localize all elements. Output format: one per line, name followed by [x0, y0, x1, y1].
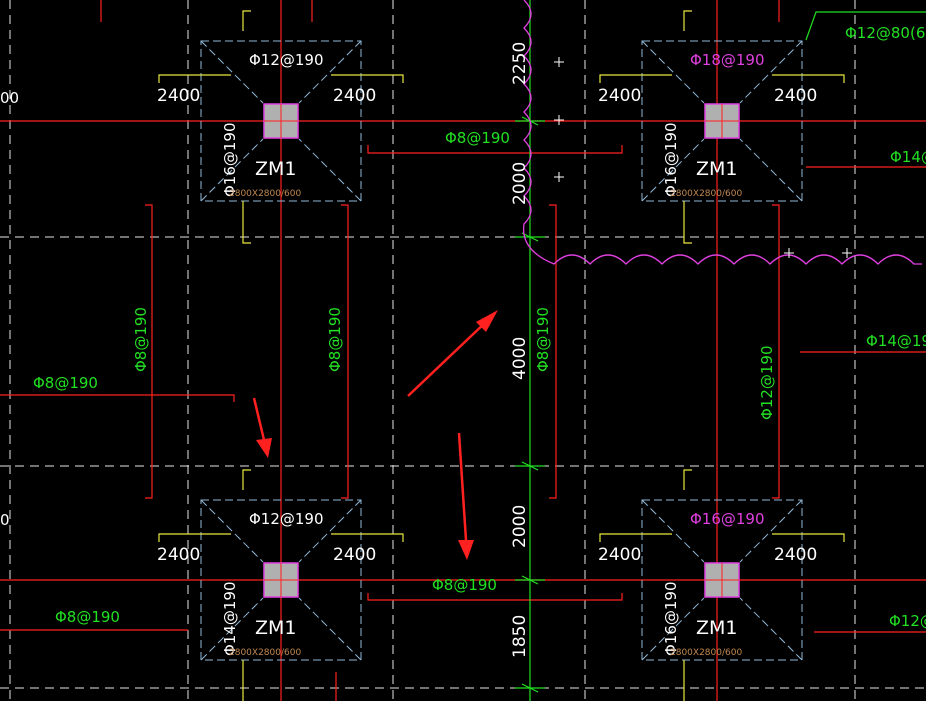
dim-bracket-bottom [683, 660, 685, 701]
footing-outline [200, 499, 362, 661]
arrow-up-right-icon [407, 310, 498, 397]
footing-diagonal [739, 138, 803, 202]
green-dimension-axis [515, 0, 926, 701]
dim-bracket-left [158, 533, 231, 542]
dim-bracket-top [683, 469, 692, 490]
dim-4000: 4000 [510, 337, 530, 380]
rebar-label-mid-bottom: Φ8@190 [432, 576, 497, 594]
dim-bracket-top [242, 10, 251, 31]
footing-diagonal [739, 40, 803, 104]
dim-2250: 2250 [510, 42, 530, 85]
rebar-label-left-v2: Φ8@190 [326, 307, 344, 372]
rebar-label-right-v: Φ12@190 [758, 345, 776, 420]
footing-side-rebar: Φ14@190 [221, 581, 239, 656]
footing-diagonal [298, 138, 362, 202]
rebar-labels: Φ8@190 Φ8@190 Φ8@190 Φ8@190 Φ8@190 Φ8@19… [0, 24, 926, 630]
dim-bracket-left [158, 74, 231, 83]
footing-size: 2800X2800/600 [670, 189, 742, 199]
footing-diagonal [200, 138, 264, 202]
vertical-dimensions: 2250 2000 4000 2000 1850 [510, 42, 530, 658]
rebar-label-mid-top: Φ8@190 [445, 129, 510, 147]
footing-name: ZM1 [696, 158, 738, 180]
footing-side-rebar: Φ16@190 [662, 581, 680, 656]
revision-cloud [522, 0, 922, 265]
arrow-down-left-icon [252, 397, 272, 458]
footing-outline [200, 40, 362, 202]
footing-outline [641, 40, 803, 202]
cross-markers [554, 57, 852, 258]
footing-outline [641, 499, 803, 661]
footing-side-rebar: Φ16@190 [662, 122, 680, 197]
annotation-arrows [252, 310, 498, 560]
footing-side-rebar: Φ16@190 [221, 122, 239, 197]
footing-diagonal [641, 597, 705, 661]
dim-2000-lower: 2000 [510, 505, 530, 548]
footing-top-rebar: Φ18@190 [690, 51, 765, 69]
rebar-label-right-edge-2: Φ14@1 [890, 148, 926, 166]
footing-diagonal [641, 40, 705, 104]
dim-bracket-right [772, 74, 845, 83]
footing-diagonal [200, 597, 264, 661]
footing-diagonal [641, 138, 705, 202]
edge-dim-left-lower: 0 [0, 511, 10, 529]
footing-diagonal [298, 499, 362, 563]
dim-2000-upper: 2000 [510, 162, 530, 205]
dim-bracket-bottom [242, 201, 251, 244]
rebar-label-right-edge-4: Φ12@ [889, 612, 926, 630]
footing-right-dim: 2400 [774, 545, 817, 565]
footing-right-dim: 2400 [333, 86, 376, 106]
footing-name: ZM1 [255, 158, 297, 180]
footing-diagonal [739, 597, 803, 661]
footing-name: ZM1 [696, 617, 738, 639]
footing-left-dim: 2400 [157, 545, 200, 565]
edge-dim-left: 00 [0, 89, 19, 107]
footing-name: ZM1 [255, 617, 297, 639]
rebar-label-left-bottom: Φ8@190 [55, 608, 120, 626]
footing-right-dim: 2400 [774, 86, 817, 106]
footing-top-rebar: Φ16@190 [690, 510, 765, 528]
dim-bracket-left [599, 533, 672, 542]
footing-right-dim: 2400 [333, 545, 376, 565]
footing-diagonal [641, 499, 705, 563]
dim-bracket-right [331, 74, 404, 83]
footing-diagonal [739, 499, 803, 563]
dim-bracket-right [772, 533, 845, 542]
rebar-label-left-v1: Φ8@190 [132, 307, 150, 372]
footing-diagonal [298, 40, 362, 104]
footing-size: 2800X2800/600 [670, 648, 742, 658]
arrow-down-icon [457, 432, 474, 560]
footing-left-dim: 2400 [598, 86, 641, 106]
rebar-label-center-v: Φ8@190 [534, 307, 552, 372]
dim-bracket-bottom [242, 660, 244, 701]
rebar-label-right-edge-1: Φ12@80(6) [845, 24, 926, 42]
dim-1850: 1850 [510, 615, 530, 658]
footing-diagonal [298, 597, 362, 661]
dim-bracket-left [599, 74, 672, 83]
dim-bracket-bottom [683, 201, 692, 244]
footing-size: 2800X2800/600 [229, 189, 301, 199]
dim-bracket-top [242, 469, 251, 490]
dim-bracket-right [331, 533, 404, 542]
footing-top-rebar: Φ12@190 [249, 51, 324, 69]
footing-size: 2800X2800/600 [229, 648, 301, 658]
rebar-label-left-top: Φ8@190 [33, 374, 98, 392]
rebar-label-right-edge-3: Φ14@190 [866, 332, 926, 350]
dim-bracket-top [683, 10, 692, 31]
footing-top-rebar: Φ12@190 [249, 510, 324, 528]
footing-diagonal [200, 40, 264, 104]
footing-left-dim: 2400 [598, 545, 641, 565]
footing-diagonal [200, 499, 264, 563]
footing-left-dim: 2400 [157, 86, 200, 106]
